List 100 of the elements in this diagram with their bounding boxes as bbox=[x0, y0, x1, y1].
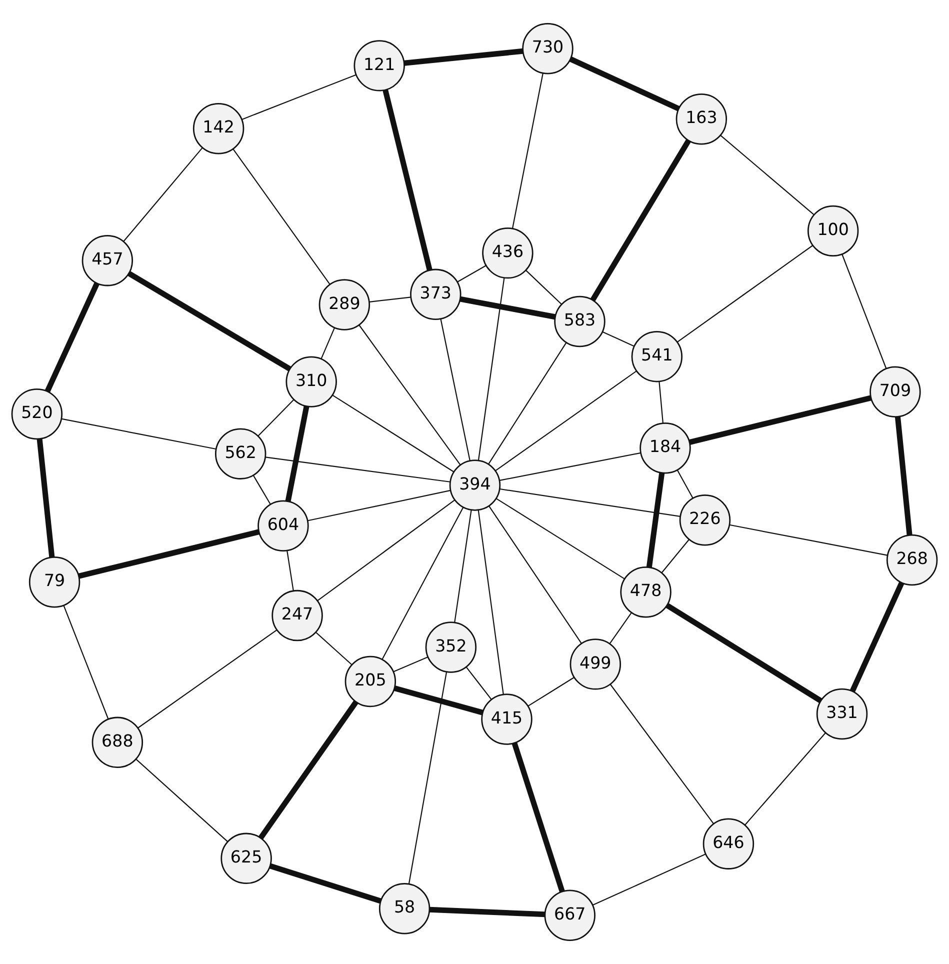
connector bbox=[127, 270, 292, 372]
connector bbox=[332, 394, 454, 472]
node-circle: 730 bbox=[522, 23, 574, 74]
connector bbox=[286, 550, 294, 591]
connector bbox=[454, 510, 472, 622]
connector bbox=[136, 758, 228, 842]
connector bbox=[123, 147, 203, 242]
connector bbox=[610, 684, 714, 824]
connector bbox=[138, 629, 278, 728]
connector bbox=[308, 490, 450, 522]
node-circle: 142 bbox=[192, 103, 244, 154]
connector bbox=[512, 742, 565, 892]
connector bbox=[320, 328, 336, 359]
node-circle: 415 bbox=[481, 694, 532, 745]
connector bbox=[478, 278, 505, 460]
connector bbox=[609, 612, 632, 644]
node-circle: 331 bbox=[816, 688, 868, 740]
node-circle: 373 bbox=[410, 268, 462, 320]
connector bbox=[528, 676, 574, 706]
connector bbox=[488, 342, 567, 464]
connector bbox=[78, 529, 260, 579]
connector bbox=[285, 406, 310, 502]
connector bbox=[666, 603, 822, 704]
connector bbox=[500, 488, 680, 517]
connector bbox=[512, 73, 544, 228]
connector bbox=[369, 296, 411, 302]
connector bbox=[646, 472, 665, 568]
connector bbox=[258, 399, 294, 436]
connector bbox=[63, 605, 109, 720]
node-circle: 541 bbox=[631, 330, 683, 382]
connector bbox=[266, 456, 450, 482]
connector bbox=[258, 700, 358, 840]
node-circle: 226 bbox=[679, 494, 731, 546]
connector bbox=[315, 632, 352, 665]
connector bbox=[358, 324, 461, 466]
node-circle: 436 bbox=[482, 227, 534, 279]
node-circle: 499 bbox=[570, 638, 622, 690]
connector bbox=[317, 500, 456, 602]
connector bbox=[393, 656, 428, 672]
node-circle: 247 bbox=[272, 590, 323, 642]
connector bbox=[590, 139, 691, 302]
connector bbox=[269, 863, 382, 904]
connector bbox=[499, 452, 641, 481]
connector bbox=[689, 395, 872, 445]
connector bbox=[842, 254, 887, 369]
connector bbox=[569, 56, 680, 112]
connector bbox=[850, 582, 904, 692]
connector bbox=[478, 510, 504, 694]
node-circle: 457 bbox=[82, 234, 134, 286]
node-circle: 58 bbox=[378, 883, 430, 934]
node-circle: 478 bbox=[620, 566, 672, 618]
connector bbox=[44, 282, 100, 393]
node-circle: 709 bbox=[870, 366, 921, 418]
connector bbox=[404, 48, 524, 66]
node-circle: 583 bbox=[554, 296, 606, 348]
connector bbox=[382, 89, 432, 271]
connector bbox=[394, 686, 484, 716]
connector bbox=[242, 74, 356, 120]
connector bbox=[894, 416, 912, 536]
node-circle: 352 bbox=[425, 622, 477, 673]
node-circle: 688 bbox=[92, 716, 144, 768]
connector bbox=[526, 270, 562, 305]
connector bbox=[36, 438, 55, 558]
connector bbox=[232, 148, 330, 284]
connector bbox=[430, 906, 545, 918]
connector bbox=[592, 854, 706, 906]
node-circle: 394 bbox=[449, 460, 501, 511]
connector bbox=[496, 498, 625, 580]
connector bbox=[661, 539, 690, 574]
connector bbox=[720, 135, 814, 216]
connector bbox=[744, 732, 826, 826]
connector bbox=[460, 296, 556, 320]
connector bbox=[729, 524, 888, 556]
node-circle: 79 bbox=[28, 556, 80, 608]
node-circle: 205 bbox=[344, 656, 396, 708]
node-circle: 667 bbox=[544, 890, 596, 941]
connector bbox=[495, 370, 637, 472]
node-circle: 520 bbox=[11, 388, 63, 440]
node-circle: 268 bbox=[886, 534, 938, 586]
connector bbox=[602, 331, 634, 347]
node-circle: 646 bbox=[702, 818, 754, 870]
node-circle: 310 bbox=[286, 356, 337, 408]
node-circle: 604 bbox=[258, 500, 309, 552]
connector bbox=[61, 418, 216, 450]
connector bbox=[440, 318, 470, 461]
node-circle: 121 bbox=[354, 40, 405, 92]
connector bbox=[252, 475, 271, 505]
node-circle: 163 bbox=[676, 94, 728, 145]
node-circle: 562 bbox=[214, 428, 266, 480]
connector bbox=[382, 507, 464, 660]
node-circle: 184 bbox=[640, 422, 691, 474]
connector bbox=[658, 382, 664, 424]
connector bbox=[677, 245, 813, 342]
connector bbox=[488, 506, 582, 644]
connector bbox=[676, 470, 694, 498]
node-circle: 100 bbox=[807, 205, 859, 257]
node-circle: 625 bbox=[220, 832, 272, 884]
connector bbox=[457, 265, 486, 282]
connector bbox=[466, 666, 492, 700]
node-circle: 289 bbox=[318, 279, 370, 330]
